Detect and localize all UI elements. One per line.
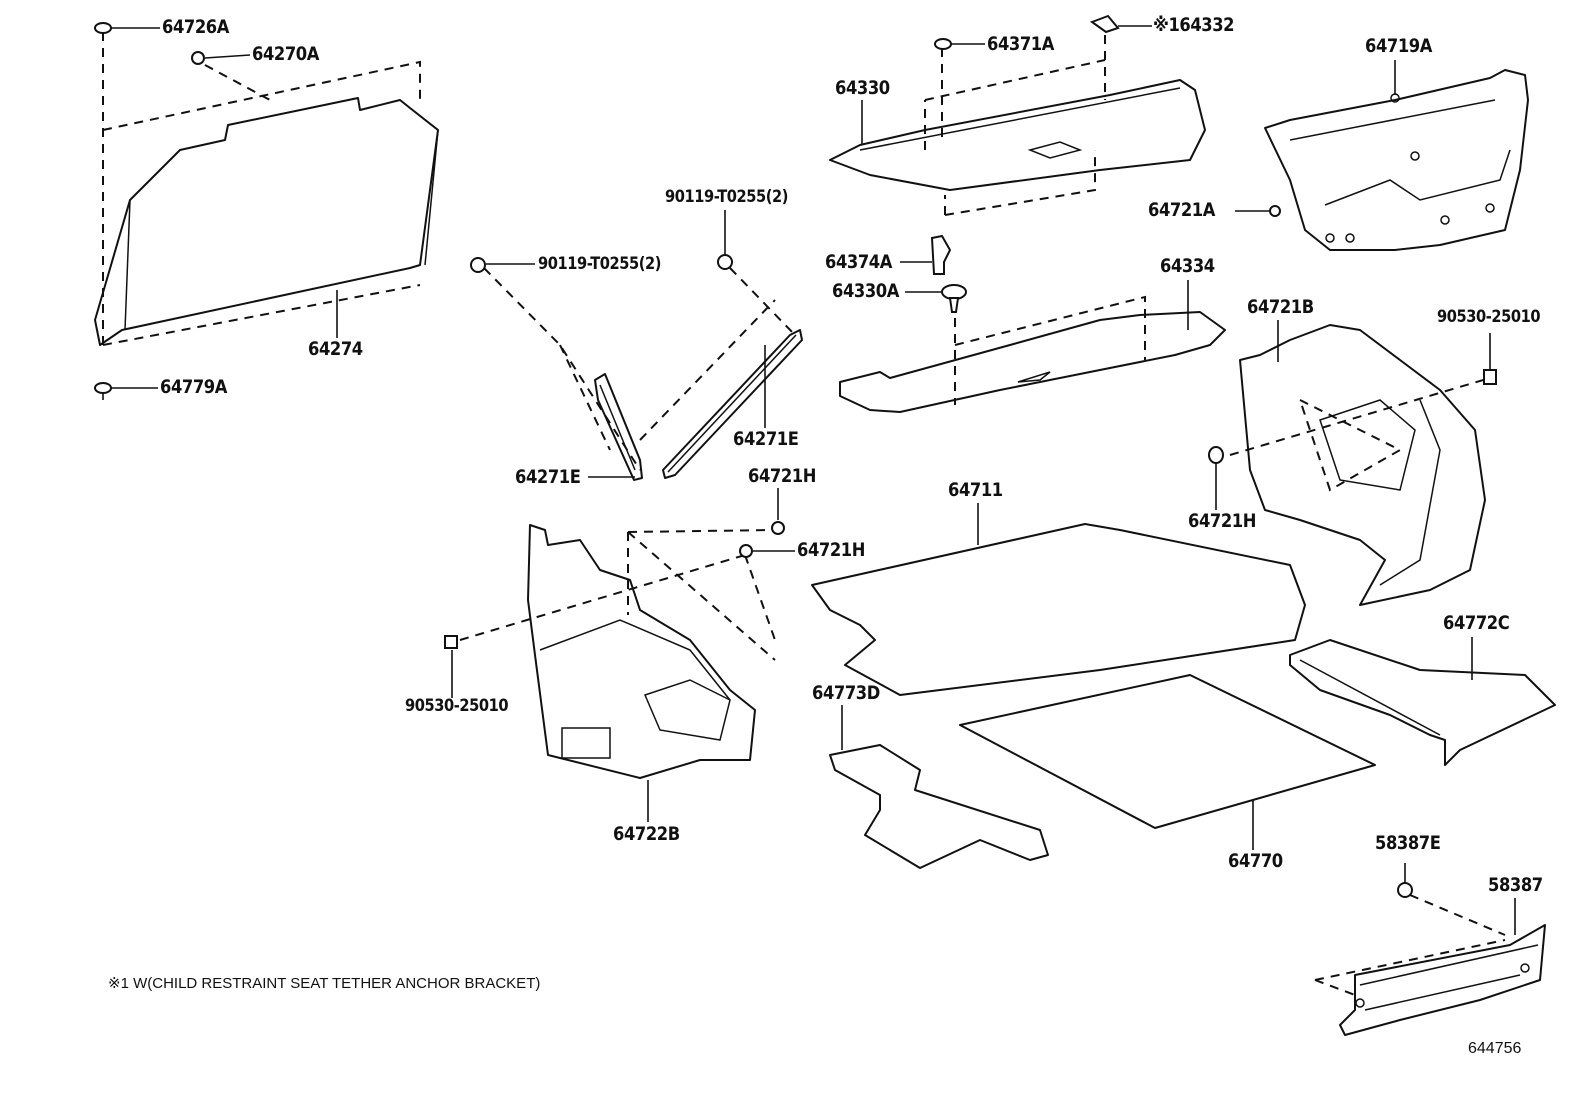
part-64271E-strap-left[interactable]	[594, 373, 643, 481]
part-64271E-strap-right[interactable]	[662, 329, 803, 479]
dashed-guides-58387	[1314, 894, 1506, 996]
label-64330[interactable]: 64330	[835, 77, 890, 99]
label-64721A[interactable]: 64721A	[1148, 199, 1215, 221]
label-64274[interactable]: 64274	[308, 338, 363, 360]
label-58387E[interactable]: 58387E	[1375, 832, 1441, 854]
label-64271E-left[interactable]: 64271E	[515, 466, 581, 488]
label-64721B[interactable]: 64721B	[1247, 296, 1314, 318]
label-58387[interactable]: 58387	[1488, 874, 1543, 896]
part-64770-floor-board[interactable]	[959, 674, 1376, 829]
label-64371A[interactable]: 64371A	[987, 33, 1054, 55]
clip-64371A-icon[interactable]	[934, 38, 985, 50]
label-90530-25010-right[interactable]: 90530-25010	[1437, 307, 1541, 327]
dashed-guides-64274	[102, 32, 421, 346]
label-64726A[interactable]: 64726A	[162, 16, 229, 38]
label-64334[interactable]: 64334	[1160, 255, 1215, 277]
label-64271E-right[interactable]: 64271E	[733, 428, 799, 450]
clip-64330A-icon[interactable]	[905, 284, 967, 313]
label-64721H-b[interactable]: 64721H	[797, 539, 865, 561]
label-90119-T0255-left[interactable]: 90119-T0255(2)	[538, 254, 661, 274]
bracket-64332-icon[interactable]	[1089, 14, 1152, 34]
bolt-90119-T0255-right-icon[interactable]	[717, 210, 733, 270]
label-64772C[interactable]: 64772C	[1443, 612, 1510, 634]
dashed-guides-64271E	[483, 267, 796, 471]
label-64773D[interactable]: 64773D	[812, 682, 880, 704]
label-64374A[interactable]: 64374A	[825, 251, 892, 273]
label-64711[interactable]: 64711	[948, 479, 1003, 501]
label-64719A[interactable]: 64719A	[1365, 35, 1432, 57]
footnote: ※1 W(CHILD RESTRAINT SEAT TETHER ANCHOR …	[108, 975, 541, 992]
part-64334-tray-panel[interactable]	[839, 311, 1226, 413]
clip-90530-25010-a-icon[interactable]	[444, 635, 458, 698]
clip-58387E-icon[interactable]	[1397, 863, 1413, 898]
clip-64721H-a-icon[interactable]	[771, 488, 785, 535]
dashed-guides-64330	[924, 35, 1106, 216]
diagram-code: 644756	[1468, 1040, 1522, 1057]
label-64722B[interactable]: 64722B	[613, 823, 680, 845]
label-90530-25010-left[interactable]: 90530-25010	[405, 696, 509, 716]
part-58387-sill-plate[interactable]	[1339, 924, 1546, 1036]
part-64330-package-tray-trim[interactable]	[829, 79, 1206, 191]
part-64722B-quarter-trim[interactable]	[527, 524, 756, 779]
clip-64726A-icon[interactable]	[94, 22, 160, 40]
part-64274-side-trim-panel[interactable]	[94, 97, 439, 346]
label-64330A[interactable]: 64330A	[832, 280, 899, 302]
part-64711-trunk-mat[interactable]	[811, 523, 1306, 696]
dashed-guides-64722B	[459, 529, 776, 661]
dashed-guides-64334	[954, 295, 1146, 405]
label-64721H-a[interactable]: 64721H	[748, 465, 816, 487]
label-64770[interactable]: 64770	[1228, 850, 1283, 872]
label-90119-T0255-right[interactable]: 90119-T0255(2)	[665, 187, 788, 207]
part-64773D-side-cover[interactable]	[829, 744, 1049, 869]
dashed-guides-64721B	[1229, 377, 1491, 492]
label-64332[interactable]: ※164332	[1153, 14, 1235, 36]
label-64779A[interactable]: 64779A	[160, 376, 227, 398]
part-64721B-quarter-trim[interactable]	[1239, 324, 1486, 606]
part-64719A-trunk-lid-trim[interactable]	[1264, 69, 1529, 251]
clip-90530-25010-b-icon[interactable]	[1483, 333, 1497, 385]
part-64772C-side-cover[interactable]	[1289, 639, 1556, 766]
label-64270A[interactable]: 64270A	[252, 43, 319, 65]
clip-64270A-icon[interactable]	[191, 51, 251, 65]
clip-64779A-icon[interactable]	[94, 382, 158, 400]
clip-64721H-b-icon[interactable]	[739, 544, 795, 558]
label-64721H-c[interactable]: 64721H	[1188, 510, 1256, 532]
clip-64721H-c-icon[interactable]	[1208, 446, 1224, 510]
clip-64374A-icon[interactable]	[900, 234, 952, 275]
bolt-90119-T0255-left-icon[interactable]	[470, 257, 535, 273]
clip-64721A-icon[interactable]	[1235, 205, 1281, 217]
